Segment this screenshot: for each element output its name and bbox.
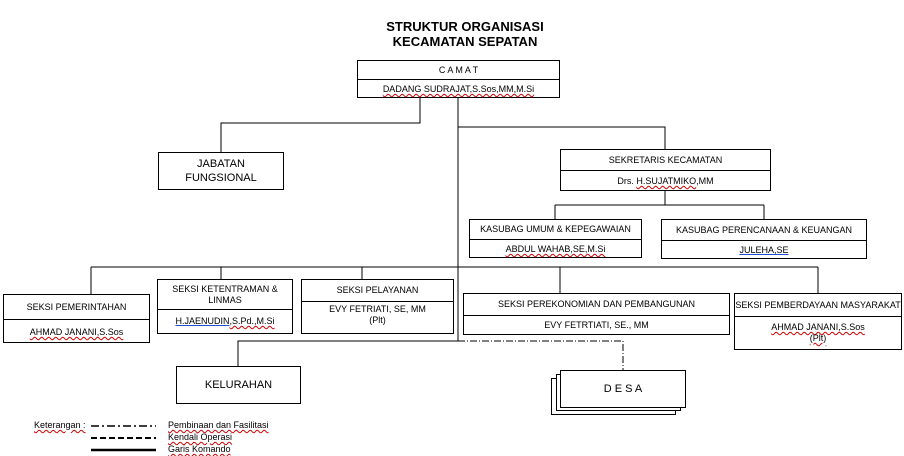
seksi-pelayanan-name: EVY FETRIATI, SE, MM (Plt) [329,304,426,325]
kasubag-umum-title: KASUBAG UMUM & KEPEGAWAIAN [470,220,641,240]
camat-box: C A M A T DADANG SUDRAJAT,S.Sos,MM,M.Si [357,60,560,98]
seksi-perekonomian-box: SEKSI PEREKONOMIAN DAN PEMBANGUNAN EVY F… [463,293,730,335]
seksi-ketentraman-title: SEKSI KETENTRAMAN & LINMAS [158,280,292,310]
legend-item-kendali: Kendali Operasi [168,432,233,442]
seksi-ketentraman-box: SEKSI KETENTRAMAN & LINMAS H.JAENUDIN,S.… [157,279,293,334]
kelurahan-label: KELURAHAN [204,379,273,391]
seksi-ketentraman-name: H.JAENUDIN,S.Pd.,M.Si [175,316,275,326]
title-line-2: KECAMATAN SEPATAN [392,34,538,49]
chart-title: STRUKTUR ORGANISASI KECAMATAN SEPATAN [340,19,590,49]
seksi-pemberdayaan-title: SEKSI PEMBERDAYAAN MASYARAKAT [735,294,901,317]
legend-item-pembinaan: Pembinaan dan Fasilitasi [168,420,269,430]
sekretaris-name: Drs. H.SUJATMIKO,MM [617,176,714,186]
camat-name: DADANG SUDRAJAT,S.Sos,MM,M.Si [382,84,535,94]
seksi-perekonomian-name: EVY FETRTIATI, SE., MM [544,320,649,330]
line-camat-jabatan [220,98,421,152]
sekretaris-title: SEKRETARIS KECAMATAN [561,150,770,171]
line-to-sekretaris [458,126,666,149]
seksi-pelayanan-title: SEKSI PELAYANAN [302,280,453,302]
camat-title: C A M A T [358,61,559,80]
seksi-perekonomian-title: SEKSI PEREKONOMIAN DAN PEMBANGUNAN [464,294,729,316]
line-to-desa [458,340,624,372]
jabatan-fungsional-box: JABATAN FUNGSIONAL [158,152,284,190]
kasubag-perencanaan-title: KASUBAG PERENCANAAN & KEUANGAN [662,220,866,241]
title-line-1: STRUKTUR ORGANISASI [386,19,544,34]
jabatan-fungsional-line-1: JABATAN [197,158,245,170]
jabatan-fungsional-line-2: FUNGSIONAL [185,172,257,184]
seksi-pemerintahan-title: SEKSI PEMERINTAHAN [4,295,149,320]
kasubag-umum-box: KASUBAG UMUM & KEPEGAWAIAN ABDUL WAHAB,S… [469,219,642,258]
seksi-pemerintahan-box: SEKSI PEMERINTAHAN AHMAD JANANI,S.Sos [3,294,150,343]
seksi-pemberdayaan-box: SEKSI PEMBERDAYAAN MASYARAKAT AHMAD JANA… [734,293,902,350]
kasubag-perencanaan-name: JULEHA,SE [739,245,789,255]
seksi-pemerintahan-name: AHMAD JANANI,S.Sos [29,327,124,337]
seksi-pelayanan-box: SEKSI PELAYANAN EVY FETRIATI, SE, MM (Pl… [301,279,454,334]
line-to-kelurahan [237,340,458,366]
desa-box: D E S A [560,370,686,408]
legend-item-komando: Garis Komando [168,444,231,454]
kelurahan-box: KELURAHAN [176,366,301,404]
seksi-pemberdayaan-name: AHMAD JANANI,S.Sos (Plt) [771,322,865,343]
legend-heading: Keterangan : [34,420,86,430]
desa-label: D E S A [603,383,643,395]
kasubag-perencanaan-box: KASUBAG PERENCANAAN & KEUANGAN JULEHA,SE [661,219,867,259]
sekretaris-box: SEKRETARIS KECAMATAN Drs. H.SUJATMIKO,MM [560,149,771,191]
kasubag-umum-name: ABDUL WAHAB,SE,M.Si [505,244,606,254]
